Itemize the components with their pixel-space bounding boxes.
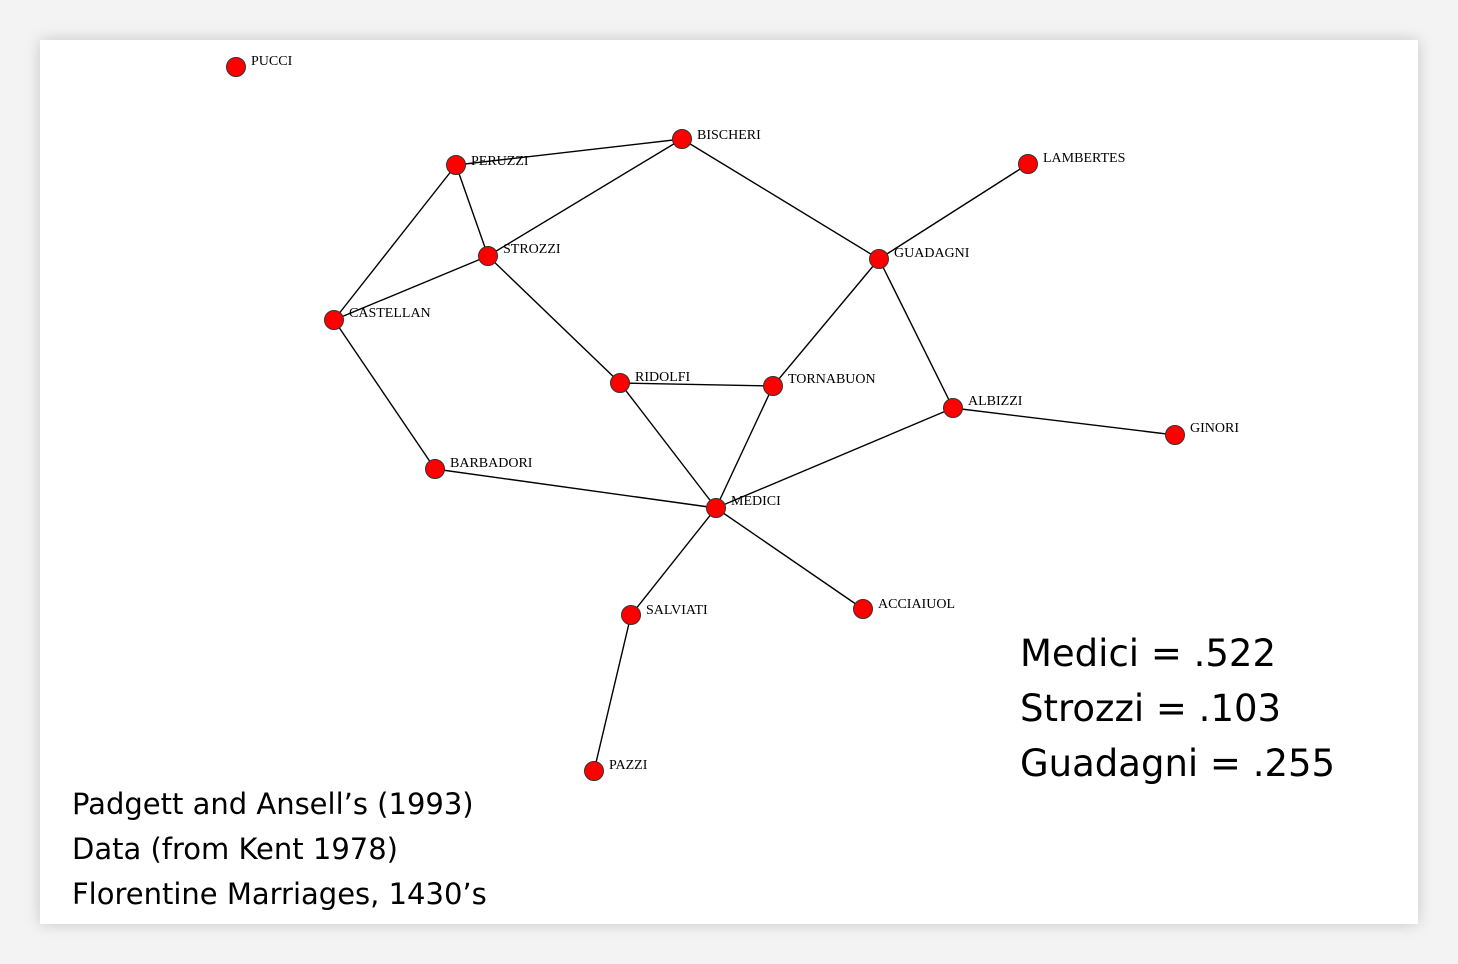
node-peruzzi <box>446 155 466 175</box>
node-label-bischeri: BISCHERI <box>697 128 761 143</box>
edge-guadagni-albizzi <box>878 258 954 409</box>
node-bischeri <box>672 129 692 149</box>
node-pazzi <box>584 761 604 781</box>
network-graph: PUCCI PERUZZI BISCHERI LAMBERTES STROZZI GUAD… <box>226 54 1239 781</box>
node-strozzi <box>478 246 498 266</box>
edge-albizzi-ginori <box>952 407 1176 436</box>
node-ridolfi <box>610 373 630 393</box>
score-strozzi: Strozzi = .103 <box>1020 687 1282 730</box>
edge-barbadori-medici <box>434 468 717 509</box>
edge-ridolfi-tornabuon <box>619 382 774 387</box>
node-layer: PUCCI PERUZZI BISCHERI LAMBERTES STROZZI GUAD… <box>226 54 1239 781</box>
edge-strozzi-ridolfi <box>487 255 621 384</box>
edge-layer <box>333 138 1176 772</box>
node-barbadori <box>425 459 445 479</box>
edge-lambertes-guadagni <box>878 163 1029 260</box>
score-guadagni: Guadagni = .255 <box>1020 742 1336 785</box>
node-label-albizzi: ALBIZZI <box>968 394 1023 409</box>
node-tornabuon <box>763 376 783 396</box>
node-acciaiuol <box>853 599 873 619</box>
edge-medici-salviati <box>630 507 717 616</box>
edge-tornabuon-medici <box>715 385 774 509</box>
node-pucci <box>226 57 246 77</box>
edge-bischeri-strozzi <box>487 138 683 257</box>
node-label-ginori: GINORI <box>1190 421 1239 436</box>
edge-peruzzi-bischeri <box>455 138 683 166</box>
edge-ridolfi-medici <box>619 382 717 509</box>
node-label-pazzi: PAZZI <box>609 758 648 773</box>
node-medici <box>706 498 726 518</box>
edge-salviati-pazzi <box>593 614 632 772</box>
node-guadagni <box>869 249 889 269</box>
edge-guadagni-tornabuon <box>772 258 880 387</box>
edge-medici-acciaiuol <box>715 507 864 610</box>
caption-line-3: Florentine Marriages, 1430’s <box>72 877 487 911</box>
caption-line-2: Data (from Kent 1978) <box>72 832 398 866</box>
node-label-medici: MEDICI <box>731 494 781 509</box>
edge-strozzi-castellan <box>333 255 489 321</box>
node-label-strozzi: STROZZI <box>503 242 561 257</box>
node-label-acciaiuol: ACCIAIUOL <box>878 597 955 612</box>
node-label-peruzzi: PERUZZI <box>471 154 529 169</box>
node-label-lambertes: LAMBERTES <box>1043 151 1125 166</box>
centrality-scores: Medici = .522 Strozzi = .103 Guadagni = … <box>1020 626 1335 791</box>
edge-peruzzi-strozzi <box>455 164 489 257</box>
score-medici: Medici = .522 <box>1020 632 1276 675</box>
node-label-castellan: CASTELLAN <box>349 306 431 321</box>
slide: PUCCI PERUZZI BISCHERI LAMBERTES STROZZI GUAD… <box>40 40 1418 924</box>
node-label-guadagni: GUADAGNI <box>894 246 970 261</box>
node-lambertes <box>1018 154 1038 174</box>
node-label-salviati: SALVIATI <box>646 603 708 618</box>
node-albizzi <box>943 398 963 418</box>
node-salviati <box>621 605 641 625</box>
caption-line-1: Padgett and Ansell’s (1993) <box>72 787 474 821</box>
node-castellan <box>324 310 344 330</box>
source-caption: Padgett and Ansell’s (1993) Data (from K… <box>72 782 487 917</box>
edge-castellan-barbadori <box>333 319 436 470</box>
node-label-ridolfi: RIDOLFI <box>635 370 691 385</box>
edge-bischeri-guadagni <box>681 138 880 260</box>
node-ginori <box>1165 425 1185 445</box>
edge-peruzzi-castellan <box>333 164 457 321</box>
node-label-barbadori: BARBADORI <box>450 456 533 471</box>
edge-albizzi-medici <box>715 407 954 509</box>
node-label-pucci: PUCCI <box>251 54 293 69</box>
node-label-tornabuon: TORNABUON <box>788 372 876 387</box>
